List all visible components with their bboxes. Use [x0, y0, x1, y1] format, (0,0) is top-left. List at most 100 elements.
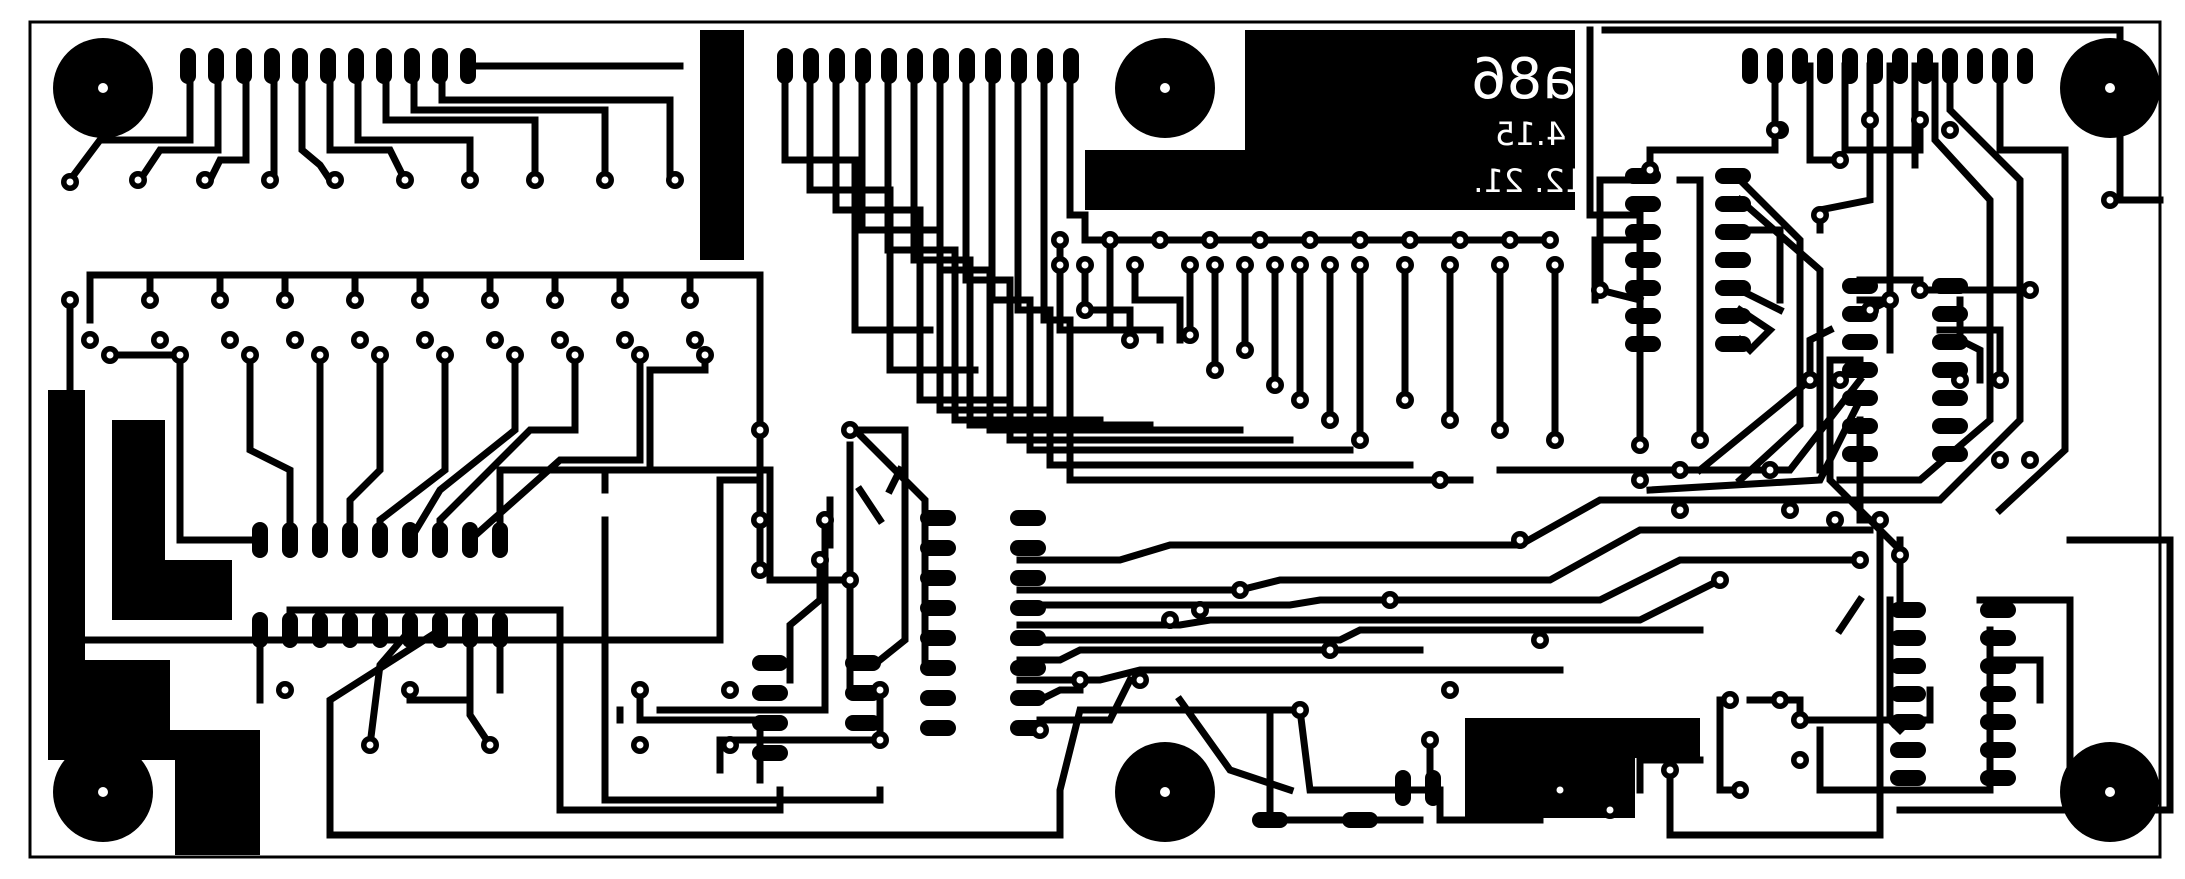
via-icon: [686, 331, 704, 349]
via-icon: [1941, 121, 1959, 139]
via-icon: [371, 346, 389, 364]
via-icon: [1121, 331, 1139, 349]
via-icon: [141, 291, 159, 309]
pad-icon: [1715, 252, 1751, 268]
pad-icon: [348, 48, 364, 84]
via-icon: [311, 346, 329, 364]
via-icon: [221, 331, 239, 349]
via-icon: [481, 736, 499, 754]
pad-icon: [1980, 658, 2016, 674]
via-icon: [1351, 431, 1369, 449]
via-icon: [616, 331, 634, 349]
via-icon: [1731, 781, 1749, 799]
pad-column-small-left: [752, 655, 881, 761]
pad-icon: [372, 612, 388, 648]
via-icon: [1911, 281, 1929, 299]
mounting-holes: [53, 38, 2160, 842]
board-outline: [28, 20, 2162, 859]
pad-icon: [920, 660, 956, 676]
via-icon: [1891, 546, 1909, 564]
pad-icon: [1625, 224, 1661, 240]
via-icon: [1126, 256, 1144, 274]
via-icon: [1401, 231, 1419, 249]
via-icon: [506, 346, 524, 364]
pad-icon: [1395, 770, 1411, 806]
pad-icon: [1252, 812, 1288, 828]
pad-icon: [1625, 308, 1661, 324]
via-icon: [1591, 281, 1609, 299]
via-icon: [1671, 461, 1689, 479]
via-icon: [1451, 231, 1469, 249]
via-icon: [1691, 431, 1709, 449]
via-icon: [1206, 256, 1224, 274]
via-icon: [1791, 751, 1809, 769]
via-icon: [1131, 671, 1149, 689]
via-icon: [1861, 301, 1879, 319]
pad-icon: [1932, 390, 1968, 406]
via-icon: [841, 571, 859, 589]
via-icon: [1601, 801, 1619, 819]
pad-icon: [1980, 714, 2016, 730]
pad-icon: [1010, 600, 1046, 616]
pad-icon: [1715, 336, 1751, 352]
via-icon: [61, 291, 79, 309]
via-icon: [1351, 256, 1369, 274]
via-icon: [401, 681, 419, 699]
pad-icon: [752, 685, 788, 701]
board-title: Attila86: [1471, 47, 1689, 112]
via-icon: [1791, 711, 1809, 729]
via-icon: [1441, 256, 1459, 274]
mounting-hole-icon: [1115, 38, 1215, 138]
via-icon: [1181, 256, 1199, 274]
via-icon: [666, 171, 684, 189]
pad-icon: [492, 612, 508, 648]
via-icon: [1831, 151, 1849, 169]
pad-icon: [1980, 742, 2016, 758]
via-icon: [1991, 371, 2009, 389]
via-icon: [526, 171, 544, 189]
pad-icon: [432, 48, 448, 84]
pour-left-block: [48, 390, 260, 855]
via-icon: [1291, 256, 1309, 274]
pad-icon: [1867, 48, 1883, 84]
board-software: Eagle 4.15: [1495, 115, 1665, 153]
pad-icon: [752, 745, 788, 761]
pad-icon: [1890, 742, 1926, 758]
pad-icon: [920, 510, 956, 526]
pad-icon: [1890, 686, 1926, 702]
pad-icon: [402, 612, 418, 648]
pad-icon: [1842, 418, 1878, 434]
pad-icon: [1890, 714, 1926, 730]
via-icon: [1826, 511, 1844, 529]
via-icon: [1101, 231, 1119, 249]
pad-icon: [1932, 334, 1968, 350]
via-icon: [81, 331, 99, 349]
via-icon: [681, 291, 699, 309]
pad-row-top-right: [1742, 48, 2033, 84]
pad-icon: [2017, 48, 2033, 84]
pad-column-center-left: [920, 510, 956, 736]
via-icon: [811, 551, 829, 569]
pad-icon: [907, 48, 923, 84]
via-icon: [1321, 411, 1339, 429]
pad-icon: [1715, 224, 1751, 240]
mounting-hole-icon: [1115, 742, 1215, 842]
via-icon: [1851, 551, 1869, 569]
pad-icon: [292, 48, 308, 84]
via-icon: [1511, 531, 1529, 549]
pad-row-left-ic-lower: [252, 612, 508, 648]
pad-icon: [1767, 48, 1783, 84]
pad-icon: [282, 612, 298, 648]
via-icon: [486, 331, 504, 349]
via-icon: [1381, 591, 1399, 609]
via-icon: [1951, 371, 1969, 389]
pad-row-left-ic-upper: [252, 522, 508, 558]
pad-icon: [1037, 48, 1053, 84]
via-icon: [1051, 231, 1069, 249]
via-icon: [196, 171, 214, 189]
via-icon: [61, 173, 79, 191]
pad-icon: [1715, 196, 1751, 212]
via-icon: [551, 331, 569, 349]
pad-icon: [1425, 770, 1441, 806]
